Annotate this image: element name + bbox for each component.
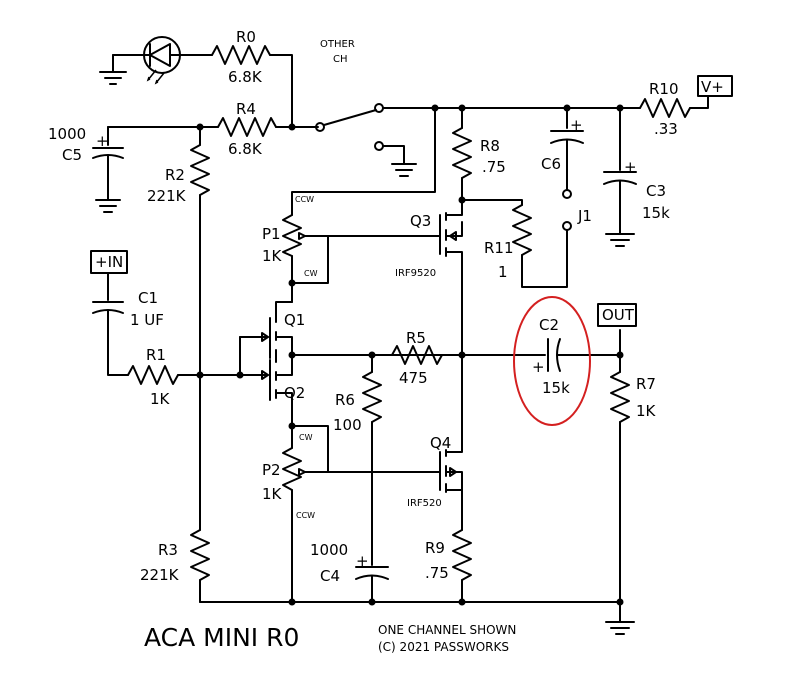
r6-resistor xyxy=(362,371,382,423)
c3-ref: C3 xyxy=(646,182,666,200)
in-label: +IN xyxy=(95,253,123,271)
c5-plus: + xyxy=(96,132,109,150)
p1-ref: P1 xyxy=(262,225,281,243)
r1-ref: R1 xyxy=(146,346,166,364)
p1-cw: CW xyxy=(304,269,318,278)
c5-capacitor xyxy=(92,147,124,213)
q4-ref: Q4 xyxy=(430,434,451,452)
vplus-port xyxy=(697,75,733,97)
other-ch-line2: CH xyxy=(333,54,348,65)
r2-ref: R2 xyxy=(165,166,185,184)
c3-plus: + xyxy=(624,158,637,176)
q4-part: IRF520 xyxy=(407,498,442,509)
j1-jumper xyxy=(562,221,572,231)
r4-ref: R4 xyxy=(236,100,256,118)
p2-ccw: CCW xyxy=(296,511,315,520)
r5-resistor xyxy=(391,345,443,365)
note-line1: ONE CHANNEL SHOWN xyxy=(378,623,516,637)
c5-ref: C5 xyxy=(62,146,82,164)
p1-potentiometer xyxy=(282,204,329,284)
c2-plus: + xyxy=(532,358,545,376)
r8-value: .75 xyxy=(482,158,506,176)
j1-ref: J1 xyxy=(577,207,592,225)
r4-value: 6.8K xyxy=(228,140,263,158)
r9-resistor xyxy=(452,529,472,581)
led-branch xyxy=(99,36,293,128)
diagram-title: ACA MINI R0 xyxy=(144,623,299,652)
r0-ref: R0 xyxy=(236,28,256,46)
r8-ref: R8 xyxy=(480,137,500,155)
q3-mosfet xyxy=(303,199,463,356)
r5-ref: R5 xyxy=(406,329,426,347)
p2-ref: P2 xyxy=(262,461,281,479)
c2-ref: C2 xyxy=(539,316,559,334)
c4-ref: C4 xyxy=(320,567,340,585)
c1-ref: C1 xyxy=(138,289,158,307)
power-switch xyxy=(315,103,417,177)
r6-value: 100 xyxy=(333,416,362,434)
r7-resistor xyxy=(610,371,630,423)
q3-part: IRF9520 xyxy=(395,268,436,279)
r2-resistor xyxy=(190,144,210,196)
r7-ref: R7 xyxy=(636,375,656,393)
r11-value: 1 xyxy=(498,263,508,281)
r10-ref: R10 xyxy=(649,80,679,98)
q4-mosfet xyxy=(439,354,463,531)
out-port xyxy=(597,303,637,327)
r4-resistor xyxy=(217,117,277,137)
out-label: OUT xyxy=(602,306,635,324)
c6-ref: C6 xyxy=(541,155,561,173)
c4-value: 1000 xyxy=(310,541,348,559)
c6-plus: + xyxy=(570,116,583,134)
p1-ccw: CCW xyxy=(295,195,314,204)
ground-symbol xyxy=(605,621,635,635)
p2-value: 1K xyxy=(262,485,283,503)
q2-transistor xyxy=(261,354,293,427)
c6-capacitor xyxy=(550,130,584,191)
ground-symbol xyxy=(99,71,127,85)
r10-resistor xyxy=(639,98,691,118)
r8-resistor xyxy=(452,127,472,179)
p1-value: 1K xyxy=(262,247,283,265)
q2-ref: Q2 xyxy=(284,384,305,402)
c3-capacitor xyxy=(603,171,637,247)
r6-ref: R6 xyxy=(335,391,355,409)
r11-resistor xyxy=(512,204,532,256)
led-icon xyxy=(141,36,183,85)
q1-transistor xyxy=(239,301,293,359)
c2-highlight-ellipse xyxy=(513,296,591,426)
r11-ref: R11 xyxy=(484,239,514,257)
c5-value: 1000 xyxy=(48,125,86,143)
r0-value: 6.8K xyxy=(228,68,263,86)
r3-resistor xyxy=(190,529,210,581)
q3-ref: Q3 xyxy=(410,212,431,230)
other-ch-line1: OTHER xyxy=(320,39,355,50)
r3-ref: R3 xyxy=(158,541,178,559)
r0-resistor xyxy=(211,45,271,65)
p2-cw: CW xyxy=(299,433,313,442)
note-line2: (C) 2021 PASSWORKS xyxy=(378,640,509,654)
r9-ref: R9 xyxy=(425,539,445,557)
c2-value: 15k xyxy=(542,379,570,397)
r1-resistor xyxy=(127,365,179,385)
p2-potentiometer xyxy=(282,425,329,603)
q1-ref: Q1 xyxy=(284,311,305,329)
r9-value: .75 xyxy=(425,564,449,582)
r3-value: 221K xyxy=(140,566,180,584)
c4-capacitor xyxy=(355,566,389,603)
r7-value: 1K xyxy=(636,402,657,420)
c4-plus: + xyxy=(356,552,369,570)
r10-value: .33 xyxy=(654,120,678,138)
r2-value: 221K xyxy=(147,187,187,205)
vplus-label: V+ xyxy=(701,78,724,96)
c3-value: 15k xyxy=(642,204,670,222)
r5-value: 475 xyxy=(399,369,428,387)
c1-value: 1 UF xyxy=(130,311,164,329)
r1-value: 1K xyxy=(150,390,171,408)
